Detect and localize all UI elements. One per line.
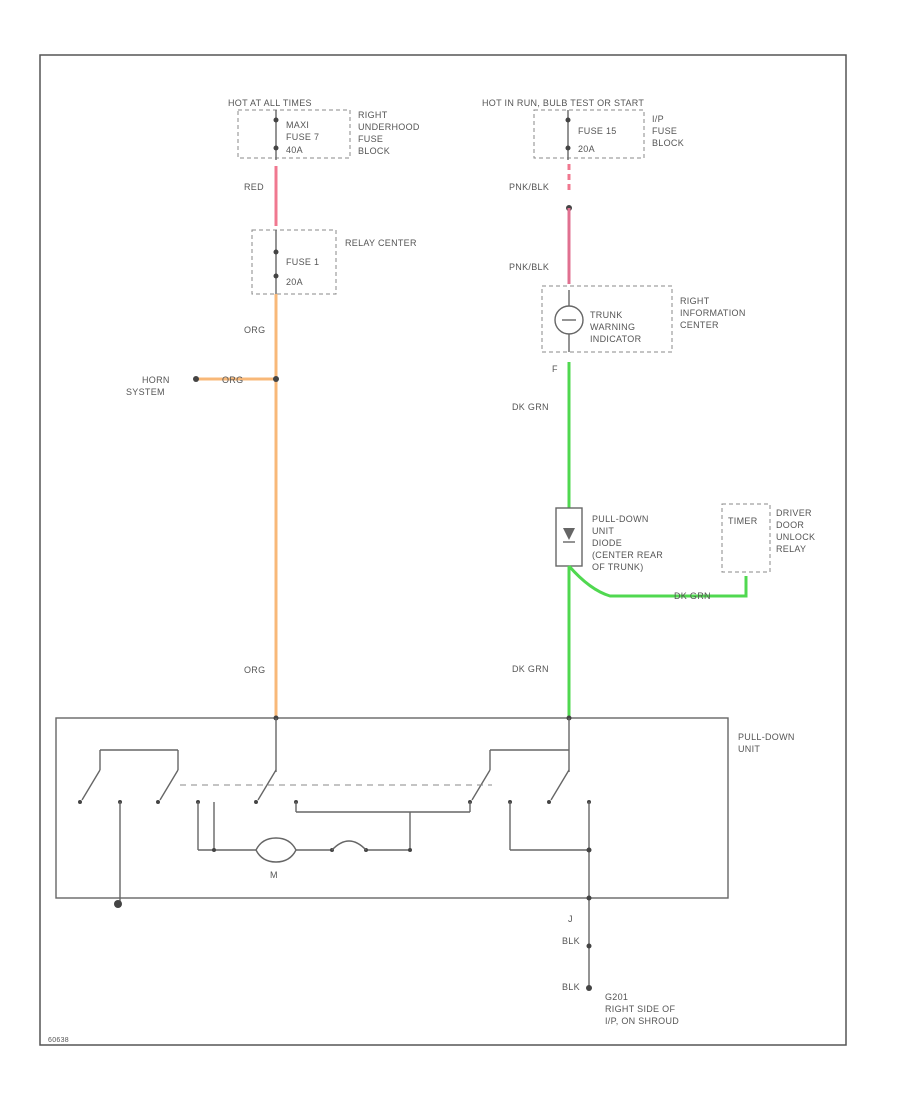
left-fuse-block-name-3: FUSE bbox=[358, 134, 383, 144]
info-center-label-1: RIGHT bbox=[680, 296, 710, 306]
left-fuse-terminal-bottom bbox=[273, 145, 279, 151]
ground-wire-label-1: BLK bbox=[562, 936, 580, 946]
horn-wire-label: ORG bbox=[222, 375, 243, 385]
ground-point bbox=[586, 985, 592, 991]
relay-fuse-text-1: FUSE 1 bbox=[286, 257, 319, 267]
switch-blade-1 bbox=[81, 769, 101, 801]
switch-blade-5 bbox=[550, 769, 570, 801]
red-wire-label: RED bbox=[244, 182, 264, 192]
green-wire-label-top: DK GRN bbox=[512, 402, 549, 412]
pull-down-unit-box bbox=[55, 717, 729, 899]
right-fuse-block-box bbox=[533, 109, 645, 159]
unlock-relay-label-1: DRIVER bbox=[776, 508, 812, 518]
switch-blade-3 bbox=[257, 769, 277, 801]
relay-center-label: RELAY CENTER bbox=[345, 238, 417, 248]
right-fuse-terminal-top bbox=[565, 117, 571, 123]
relay-center-box bbox=[251, 229, 337, 295]
motor-label: M bbox=[270, 870, 278, 880]
green-wire-label-bottom: DK GRN bbox=[512, 664, 549, 674]
left-fuse-block-name-1: RIGHT bbox=[358, 110, 388, 120]
ground-connector bbox=[586, 943, 592, 949]
right-fuse-text-1: FUSE 15 bbox=[578, 126, 617, 136]
right-fuse-block-name-3: BLOCK bbox=[652, 138, 684, 148]
left-fuse-block-name-2: UNDERHOOD bbox=[358, 122, 420, 132]
ground-label-1: G201 bbox=[605, 992, 628, 1002]
diode-label-5: OF TRUNK) bbox=[592, 562, 644, 572]
pink-wire-label-2: PNK/BLK bbox=[509, 262, 549, 272]
right-fuse-block-name-1: I/P bbox=[652, 114, 664, 124]
circuit-breaker-icon bbox=[331, 840, 367, 851]
return-node bbox=[586, 847, 592, 853]
left-fuse-text-1: MAXI bbox=[286, 120, 309, 130]
orange-wire-label-bottom: ORG bbox=[244, 665, 265, 675]
diagram-frame bbox=[39, 54, 847, 1046]
ground-label-2: RIGHT SIDE OF bbox=[605, 1004, 675, 1014]
info-center-label-2: INFORMATION bbox=[680, 308, 746, 318]
contact-3 bbox=[156, 800, 160, 804]
motor-icon bbox=[255, 837, 297, 863]
horn-splice bbox=[273, 376, 279, 382]
unlock-relay-box-text: TIMER bbox=[728, 516, 758, 526]
motor-node-1 bbox=[212, 848, 216, 852]
left-fuse-text-3: 40A bbox=[286, 145, 303, 155]
info-center-label-3: CENTER bbox=[680, 320, 719, 330]
left-ground-point bbox=[114, 900, 122, 908]
indicator-label-2: WARNING bbox=[590, 322, 635, 332]
ground-pin-terminal bbox=[586, 895, 592, 901]
information-center-box bbox=[541, 285, 673, 353]
contact-1 bbox=[78, 800, 82, 804]
motor-node-4 bbox=[408, 848, 412, 852]
left-fuse-terminal-top bbox=[273, 117, 279, 123]
indicator-label-1: TRUNK bbox=[590, 310, 623, 320]
contact-9 bbox=[547, 800, 551, 804]
right-fuse-block-name-2: FUSE bbox=[652, 126, 677, 136]
horn-terminal bbox=[193, 376, 199, 382]
ground-label-3: I/P, ON SHROUD bbox=[605, 1016, 679, 1026]
left-source-label: HOT AT ALL TIMES bbox=[228, 98, 312, 108]
horn-system-label-1: HORN bbox=[142, 375, 170, 385]
relay-fuse-terminal-top bbox=[273, 249, 279, 255]
left-fuse-text-2: FUSE 7 bbox=[286, 132, 319, 142]
unlock-relay-label-3: UNLOCK bbox=[776, 532, 815, 542]
pull-down-unit-label-1: PULL-DOWN bbox=[738, 732, 795, 742]
figure-id: 60638 bbox=[48, 1037, 69, 1044]
ground-wire-label-2: BLK bbox=[562, 982, 580, 992]
left-fuse-block-box bbox=[237, 109, 351, 159]
ground-pin-label: J bbox=[568, 914, 573, 924]
diode-label-3: DIODE bbox=[592, 538, 622, 548]
right-source-label: HOT IN RUN, BULB TEST OR START bbox=[482, 98, 644, 108]
unlock-relay-label-4: RELAY bbox=[776, 544, 806, 554]
green-branch-wire bbox=[567, 565, 748, 598]
contact-5 bbox=[254, 800, 258, 804]
right-fuse-terminal-bottom bbox=[565, 145, 571, 151]
diode-label-2: UNIT bbox=[592, 526, 614, 536]
diode-icon bbox=[563, 528, 575, 540]
orange-wire-label-top: ORG bbox=[244, 325, 265, 335]
unlock-relay-label-2: DOOR bbox=[776, 520, 804, 530]
diode-label-4: (CENTER REAR bbox=[592, 550, 663, 560]
relay-fuse-text-2: 20A bbox=[286, 277, 303, 287]
left-fuse-block-name-4: BLOCK bbox=[358, 146, 390, 156]
pink-wire-label-1: PNK/BLK bbox=[509, 182, 549, 192]
right-fuse-text-2: 20A bbox=[578, 144, 595, 154]
info-center-pin: F bbox=[552, 364, 558, 374]
indicator-label-3: INDICATOR bbox=[590, 334, 642, 344]
relay-fuse-terminal-bottom bbox=[273, 273, 279, 279]
switch-blade-2 bbox=[159, 769, 179, 801]
unlock-relay-box bbox=[721, 503, 771, 573]
horn-system-label-2: SYSTEM bbox=[126, 387, 165, 397]
pull-down-unit-label-2: UNIT bbox=[738, 744, 760, 754]
green-branch-label: DK GRN bbox=[674, 591, 711, 601]
diode-label-1: PULL-DOWN bbox=[592, 514, 649, 524]
